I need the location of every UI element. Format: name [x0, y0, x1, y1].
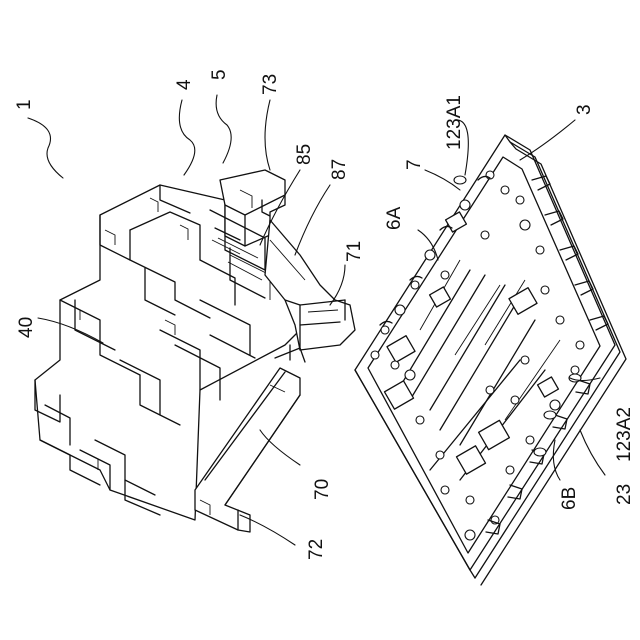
label-123A1: 123A1: [444, 95, 465, 150]
label-3: 3: [574, 104, 595, 115]
label-6A: 6A: [384, 206, 405, 230]
label-7: 7: [404, 159, 425, 170]
label-87: 87: [329, 159, 350, 180]
label-85: 85: [294, 144, 315, 165]
label-4: 4: [174, 79, 195, 90]
label-123A2: 123A2: [614, 407, 635, 462]
substrate-board: [355, 135, 626, 585]
label-70: 70: [312, 479, 333, 500]
label-5: 5: [209, 69, 230, 80]
label-73: 73: [260, 74, 281, 95]
plate-70-face: [195, 368, 300, 532]
label-1: 1: [14, 99, 35, 110]
label-71: 71: [344, 241, 365, 262]
label-40: 40: [16, 317, 37, 338]
label-6B: 6B: [559, 487, 580, 510]
label-72: 72: [306, 539, 327, 560]
label-23: 23: [614, 484, 635, 505]
